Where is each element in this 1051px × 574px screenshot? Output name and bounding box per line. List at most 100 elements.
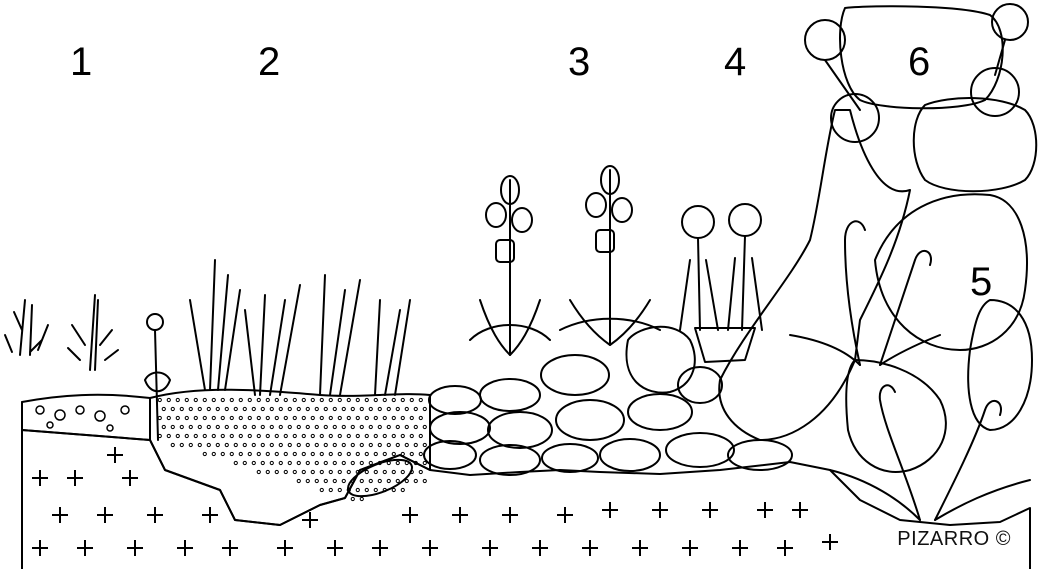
substrate-dot	[356, 434, 359, 437]
bedrock-cross	[277, 540, 293, 556]
substrate-dot	[365, 434, 368, 437]
substrate-dot	[171, 443, 174, 446]
substrate-dot	[266, 470, 269, 473]
bedrock-cross	[97, 507, 113, 523]
substrate-dot	[410, 452, 413, 455]
cobble	[541, 355, 609, 395]
substrate-dot	[261, 443, 264, 446]
substrate-dot	[342, 479, 345, 482]
substrate-dot	[257, 398, 260, 401]
substrate-dot	[315, 461, 318, 464]
substrate-dot	[423, 479, 426, 482]
bedrock-cross	[702, 502, 718, 518]
gravel-layer	[22, 395, 150, 440]
plant-grass-cluster	[190, 260, 410, 395]
bedrock-cross	[452, 507, 468, 523]
substrate-dot	[203, 416, 206, 419]
cobble	[666, 433, 734, 467]
bedrock-outline	[22, 402, 1030, 569]
substrate-dot	[401, 416, 404, 419]
bedrock-cross	[32, 470, 48, 486]
substrate-dot	[189, 425, 192, 428]
substrate-dot	[257, 434, 260, 437]
bedrock-cross	[822, 534, 838, 550]
substrate-dot	[275, 470, 278, 473]
substrate-dot	[212, 416, 215, 419]
bedrock-cross	[147, 507, 163, 523]
substrate-dot	[239, 452, 242, 455]
bedrock-cross	[202, 507, 218, 523]
substrate-dot	[320, 452, 323, 455]
cobble	[600, 439, 660, 471]
substrate-dot	[275, 416, 278, 419]
substrate-dot	[423, 425, 426, 428]
substrate-dot	[212, 452, 215, 455]
substrate-dot	[284, 470, 287, 473]
substrate-dot	[306, 443, 309, 446]
bedrock-cross	[52, 507, 68, 523]
substrate-dot	[401, 488, 404, 491]
substrate-dot	[324, 407, 327, 410]
bedrock-cross	[757, 502, 773, 518]
substrate-dot	[212, 434, 215, 437]
substrate-dot	[194, 416, 197, 419]
substrate-dot	[405, 407, 408, 410]
substrate-dot	[351, 461, 354, 464]
substrate-dot	[306, 461, 309, 464]
plant-sedge	[68, 295, 118, 370]
substrate-dot	[324, 425, 327, 428]
substrate-dot	[297, 407, 300, 410]
substrate-dot	[365, 452, 368, 455]
substrate-dot	[167, 416, 170, 419]
substrate-dot	[414, 479, 417, 482]
substrate-dot	[243, 461, 246, 464]
substrate-dot	[284, 416, 287, 419]
substrate-dot	[302, 470, 305, 473]
substrate-dot	[347, 452, 350, 455]
substrate-dot	[270, 425, 273, 428]
substrate-dot	[414, 425, 417, 428]
substrate-dot	[387, 407, 390, 410]
substrate-dot	[351, 443, 354, 446]
substrate-dot	[315, 407, 318, 410]
substrate-dot	[369, 443, 372, 446]
substrate-dot	[324, 443, 327, 446]
substrate-dot	[419, 416, 422, 419]
substrate-dot	[266, 416, 269, 419]
substrate-dot	[225, 425, 228, 428]
substrate-dot	[221, 398, 224, 401]
substrate-dot	[230, 398, 233, 401]
substrate-dot	[288, 461, 291, 464]
substrate-dot	[347, 434, 350, 437]
substrate-dot	[230, 452, 233, 455]
substrate-dot	[315, 425, 318, 428]
substrate-dot	[383, 488, 386, 491]
cobble	[343, 452, 417, 503]
substrate-dot	[293, 434, 296, 437]
substrate-dot	[320, 434, 323, 437]
substrate-dot	[158, 434, 161, 437]
substrate-dot	[297, 425, 300, 428]
substrate-dot	[356, 416, 359, 419]
substrate-dot	[266, 398, 269, 401]
substrate-dot	[365, 398, 368, 401]
substrate-dot	[315, 479, 318, 482]
substrate-dot	[383, 470, 386, 473]
substrate-dot	[360, 425, 363, 428]
substrate-dot	[378, 425, 381, 428]
substrate-dot	[423, 443, 426, 446]
substrate-dot	[423, 407, 426, 410]
substrate-dot	[234, 461, 237, 464]
bedrock-cross	[792, 502, 808, 518]
bedrock-cross	[652, 502, 668, 518]
substrate-dot	[167, 434, 170, 437]
substrate-dot	[338, 488, 341, 491]
cobble	[430, 412, 490, 444]
substrate-dot	[284, 434, 287, 437]
substrate-dot	[261, 407, 264, 410]
substrate-dot	[311, 470, 314, 473]
substrate-dot	[302, 416, 305, 419]
bedrock-cross	[177, 540, 193, 556]
substrate-dot	[203, 452, 206, 455]
